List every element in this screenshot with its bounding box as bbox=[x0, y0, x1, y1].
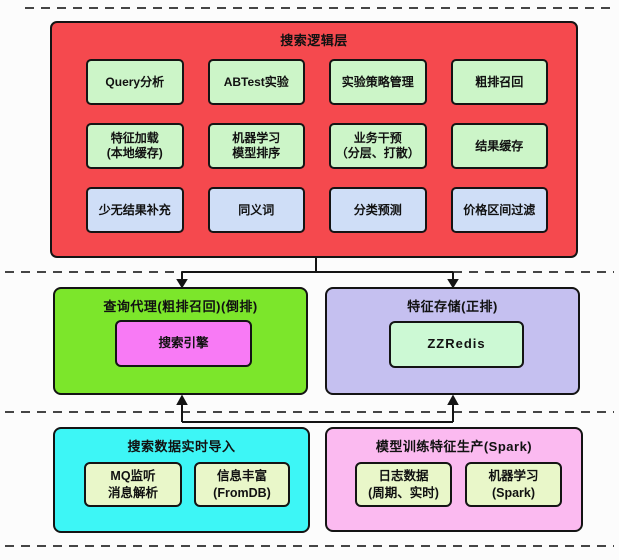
logic-layer-panel: 搜索逻辑层 Query分析 ABTest实验 实验策略管理 粗排召回 特征加载 … bbox=[50, 21, 578, 258]
logic-cell: 少无结果补充 bbox=[86, 187, 184, 233]
dashed-separator-mid-upper bbox=[5, 271, 614, 273]
logic-cell: 同义词 bbox=[207, 187, 305, 233]
mq-listener-node: MQ监听 消息解析 bbox=[84, 462, 182, 507]
zzredis-node: ZZRedis bbox=[389, 321, 524, 368]
arrow-up-icon bbox=[176, 394, 188, 405]
logic-cell: 实验策略管理 bbox=[329, 59, 427, 105]
dashed-separator-bottom bbox=[5, 545, 614, 547]
logic-cell: 分类预测 bbox=[329, 187, 427, 233]
dashed-separator-top bbox=[25, 7, 612, 9]
model-training-panel: 模型训练特征生产(Spark) 日志数据 (周期、实时) 机器学习 (Spark… bbox=[325, 427, 583, 532]
feature-store-panel: 特征存储(正排) ZZRedis bbox=[325, 287, 580, 395]
search-engine-node: 搜索引擎 bbox=[115, 320, 252, 367]
logic-layer-grid: Query分析 ABTest实验 实验策略管理 粗排召回 特征加载 (本地缓存)… bbox=[86, 59, 548, 233]
arrow-up-icon bbox=[447, 394, 459, 405]
logic-cell: 机器学习 模型排序 bbox=[207, 123, 305, 169]
logic-cell: 粗排召回 bbox=[450, 59, 548, 105]
realtime-import-panel: 搜索数据实时导入 MQ监听 消息解析 信息丰富 (FromDB) bbox=[53, 427, 310, 533]
connector-bottom-group bbox=[181, 404, 454, 423]
logic-cell: 特征加载 (本地缓存) bbox=[86, 123, 184, 169]
query-proxy-title: 查询代理(粗排召回)(倒排) bbox=[103, 299, 258, 314]
info-enrich-node: 信息丰富 (FromDB) bbox=[194, 462, 290, 507]
logic-cell: ABTest实验 bbox=[207, 59, 305, 105]
query-proxy-panel: 查询代理(粗排召回)(倒排) 搜索引擎 bbox=[53, 287, 308, 395]
logic-cell: 结果缓存 bbox=[450, 123, 548, 169]
feature-store-title: 特征存储(正排) bbox=[407, 299, 498, 314]
connector-top-group bbox=[181, 258, 454, 280]
logic-cell: 业务干预 （分层、打散） bbox=[329, 123, 427, 169]
realtime-import-title: 搜索数据实时导入 bbox=[127, 439, 236, 454]
model-training-title: 模型训练特征生产(Spark) bbox=[375, 439, 533, 454]
logic-cell: 价格区间过滤 bbox=[450, 187, 548, 233]
log-data-node: 日志数据 (周期、实时) bbox=[355, 462, 452, 507]
machine-learning-node: 机器学习 (Spark) bbox=[465, 462, 562, 507]
logic-layer-title: 搜索逻辑层 bbox=[280, 33, 348, 48]
dashed-separator-mid-lower bbox=[5, 411, 614, 413]
logic-cell: Query分析 bbox=[86, 59, 184, 105]
